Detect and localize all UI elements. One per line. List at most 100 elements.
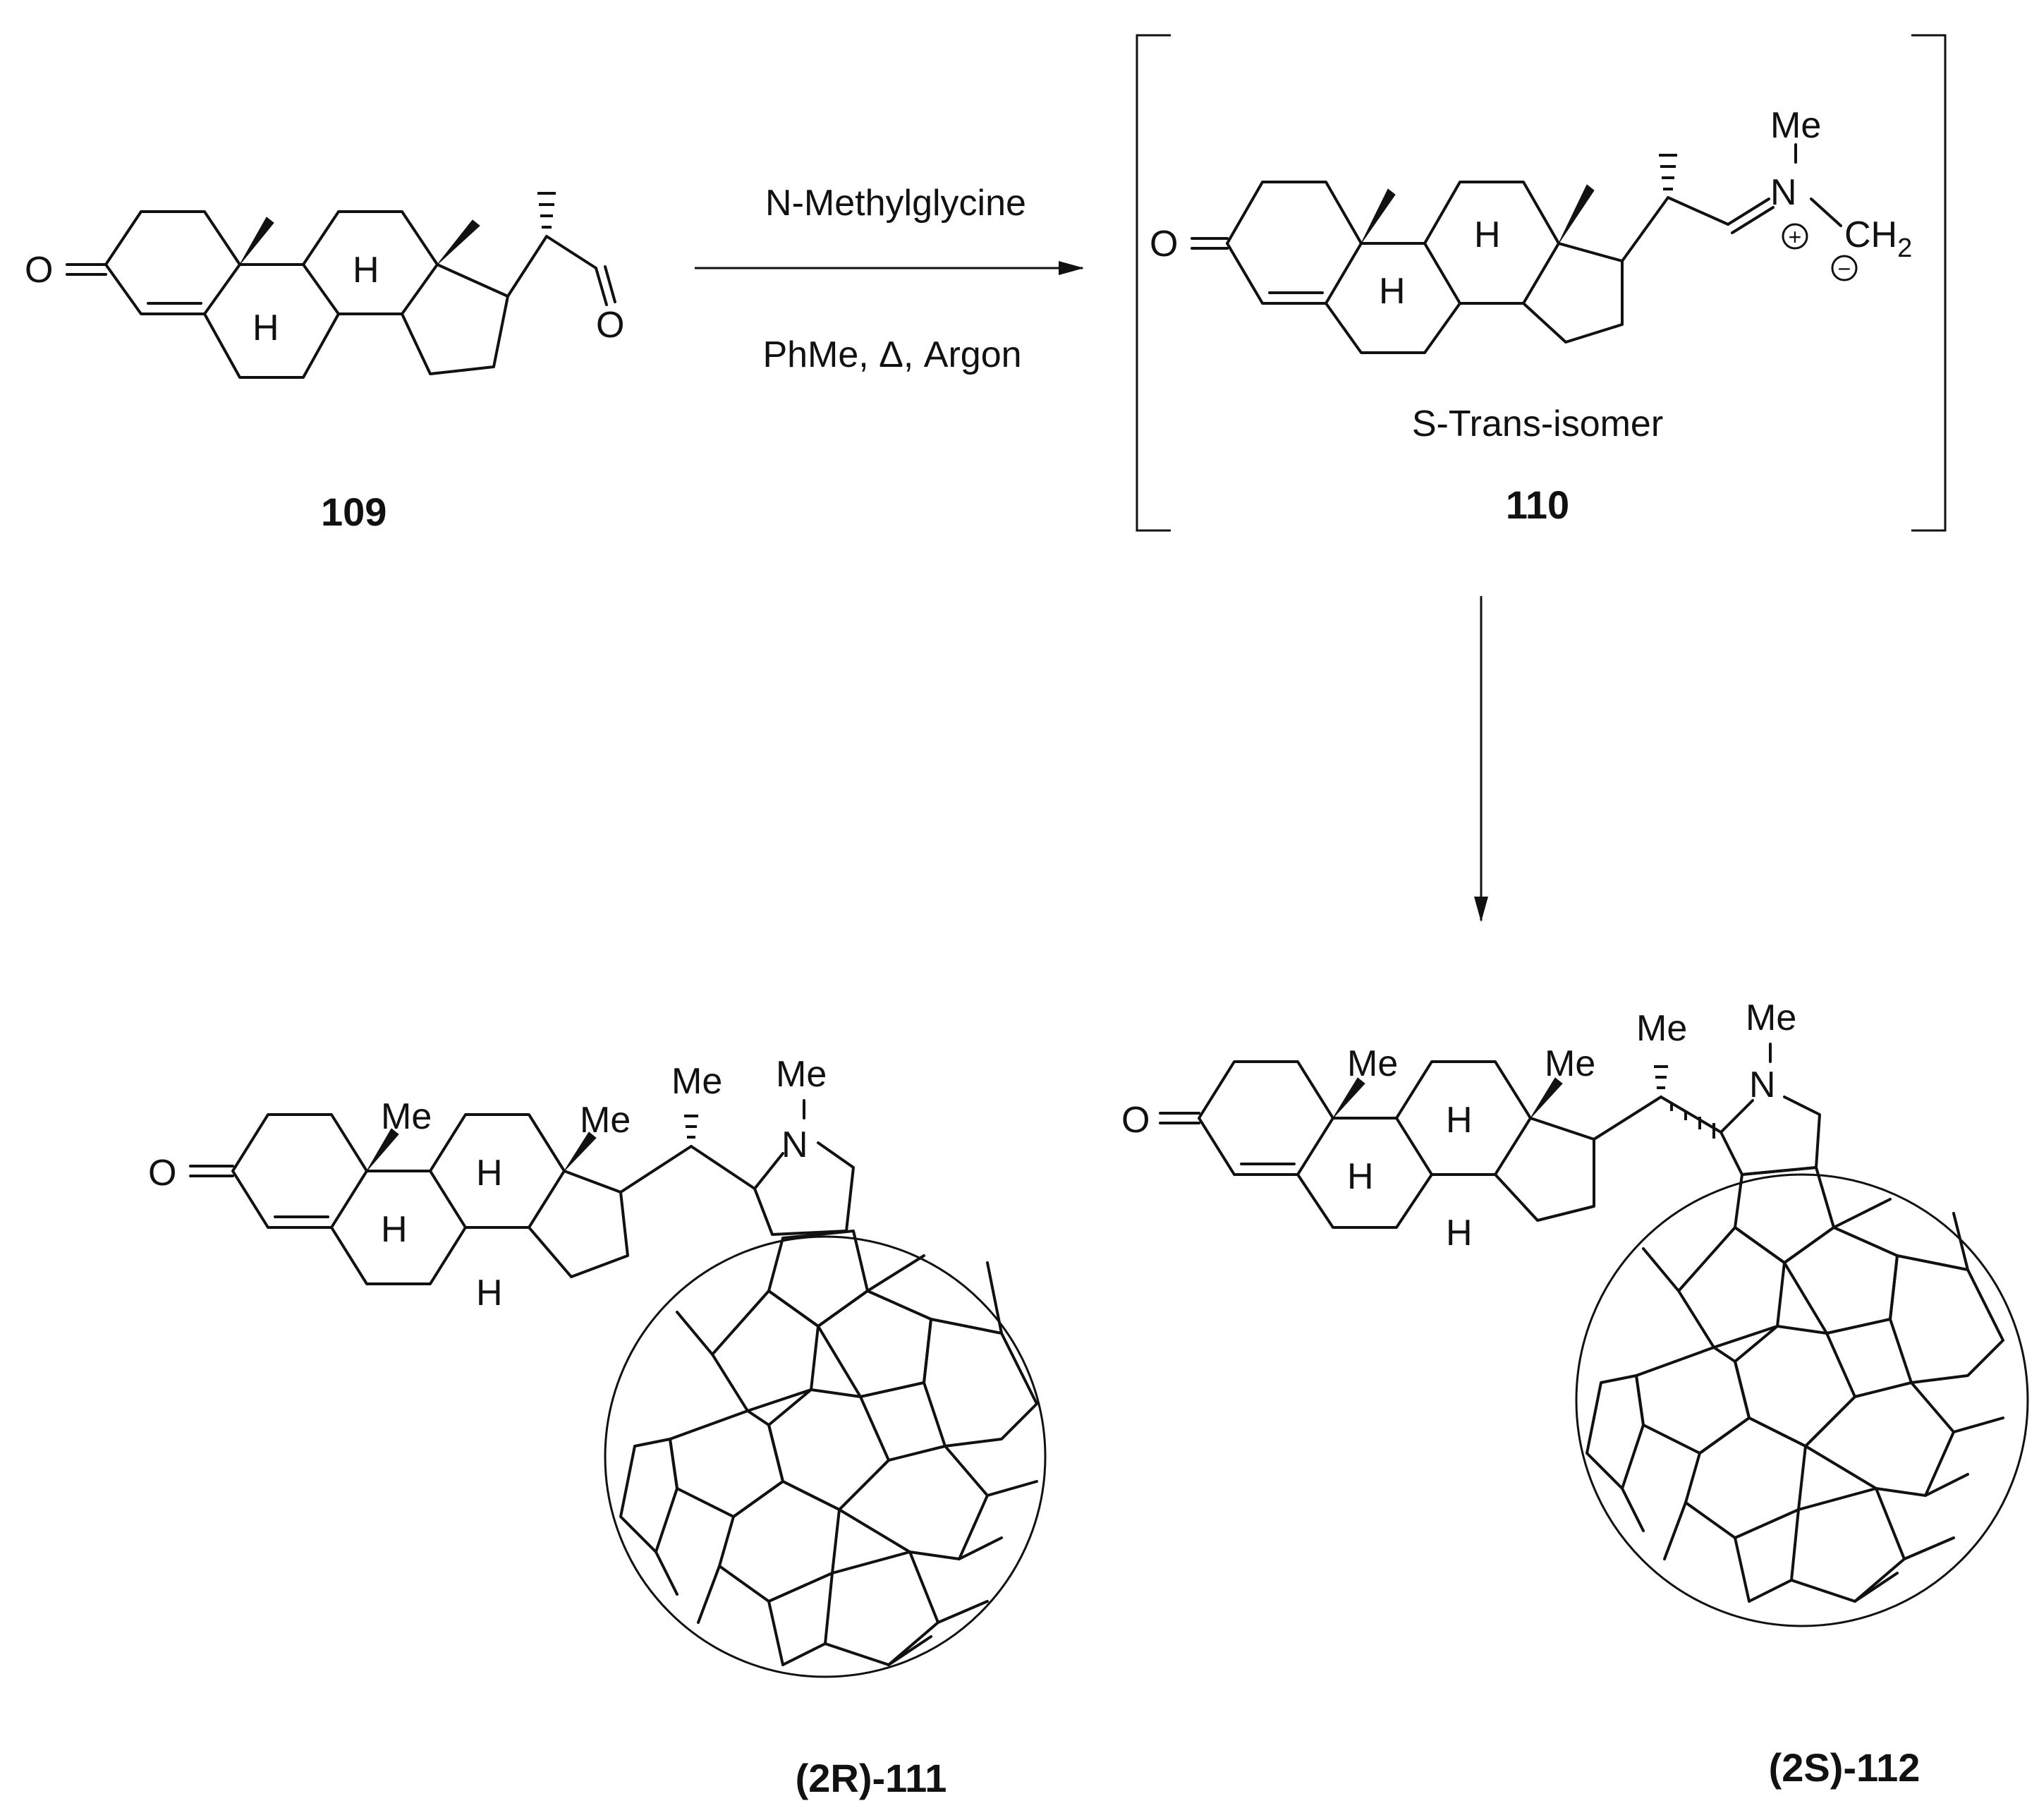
fullerene-outline-112 (1575, 1173, 2029, 1627)
n-methyl-112: Me (1746, 997, 1796, 1038)
ring-d-110 (1522, 242, 1624, 344)
pyrrolidine-ring-112 (1720, 1096, 1821, 1176)
me-c10-111: Me (381, 1096, 432, 1137)
isomer-note-110: S-Trans-isomer (1412, 404, 1663, 444)
reaction-arrow-1: N-Methylglycine PhMe, Δ, Argon (695, 183, 1084, 375)
left-bracket-110 (1136, 34, 1171, 532)
h-c8-112: H (1446, 1100, 1473, 1141)
me-c20-112: Me (1636, 1008, 1687, 1049)
ring-a-112 (1198, 1060, 1334, 1176)
me-c20-111: Me (671, 1061, 722, 1102)
reagent-bottom: PhMe, Δ, Argon (762, 334, 1021, 375)
ring-d-112 (1494, 1117, 1595, 1222)
methyl-c19-wedge-111 (366, 1128, 399, 1172)
bond-c20-c22-110 (1667, 196, 1729, 226)
ring-d-111 (528, 1170, 629, 1278)
methyl-c18-wedge-110 (1558, 184, 1595, 244)
bond-c5-c10-112 (1296, 1117, 1334, 1176)
plus-charge-circle-110 (1782, 223, 1808, 250)
bond-c20-cho-109 (545, 235, 597, 269)
bond-c20-c2-111 (690, 1145, 756, 1190)
methyl-c18-wedge-109 (437, 219, 480, 265)
iminium-bond2-110 (1731, 206, 1775, 234)
oxygen-ketone-110: O (1150, 224, 1178, 265)
bond-c5-c10-110 (1325, 242, 1363, 305)
compound-label-111: (2R)-111 (796, 1756, 947, 1800)
methyl-c18-wedge-111 (564, 1132, 597, 1172)
methyl-c19-wedge-112 (1332, 1077, 1365, 1119)
reagent-top: N-Methylglycine (765, 183, 1026, 224)
aldehyde-bond2-109 (604, 265, 616, 303)
bond-c20-c2-line-112 (1660, 1096, 1722, 1134)
ring-b-112 (1296, 1117, 1433, 1229)
bond-c2-n-112 (1720, 1099, 1754, 1134)
hashed-methyl-c20-111 (684, 1115, 698, 1139)
ring-c-109 (302, 210, 439, 315)
fullerene-outline-111 (604, 1235, 1047, 1678)
minus-charge-110: − (1838, 256, 1851, 281)
ring-d-109 (401, 263, 509, 375)
methyl-c19-wedge-109 (239, 217, 274, 265)
h-c9-110: H (1379, 271, 1406, 312)
n-methyl-110: Me (1770, 105, 1821, 146)
hashed-methyl-c21-110 (1659, 154, 1677, 190)
ring-c-110 (1423, 181, 1560, 305)
h-c9-111: H (381, 1209, 408, 1250)
h-c14-111: H (476, 1273, 503, 1314)
h-c8-110: H (1474, 214, 1501, 255)
h-c14-112: H (1446, 1213, 1473, 1254)
h-c9-112: H (1347, 1156, 1374, 1197)
ring-b-109 (203, 263, 340, 379)
bond-c17-c20-110 (1621, 196, 1669, 262)
nitrogen-112: N (1749, 1064, 1776, 1105)
me-c10-112: Me (1347, 1043, 1398, 1084)
h-c8-111: H (476, 1153, 503, 1194)
fullerene-c60-111 (604, 1230, 1047, 1678)
methyl-c18-wedge-112 (1530, 1077, 1563, 1119)
me-c13-111: Me (580, 1100, 631, 1141)
compound-2s-112: O Me Me H H H Me N Me (1121, 997, 2029, 1790)
bond-c17-c20-109 (506, 235, 548, 298)
oxygen-aldehyde-109: O (596, 305, 624, 346)
bond-c2-n-111 (753, 1152, 784, 1190)
oxygen-ketone-109: O (25, 250, 53, 291)
h-c8-109: H (353, 250, 379, 291)
right-bracket-110 (1911, 34, 1947, 532)
ring-b-110 (1325, 242, 1461, 354)
ring-a-111 (231, 1113, 368, 1229)
hashed-bond-c20-c2-112 (1670, 1104, 1715, 1139)
me-c13-112: Me (1545, 1043, 1595, 1084)
oxygen-ketone-111: O (148, 1153, 176, 1194)
hashed-methyl-c20-112 (1654, 1065, 1668, 1089)
bond-c17-c20-112 (1593, 1096, 1662, 1141)
n-methyl-111: Me (776, 1054, 827, 1095)
aldehyde-bond-109 (595, 267, 608, 306)
ring-a-110 (1226, 181, 1363, 305)
minus-charge-circle-110 (1831, 255, 1858, 281)
ring-b-111 (330, 1170, 467, 1285)
iminium-bond-110 (1727, 198, 1770, 226)
oxygen-ketone-112: O (1121, 1100, 1150, 1141)
bond-c5-c10-109 (203, 263, 241, 315)
fullerene-c60-112 (1575, 1166, 2029, 1627)
ring-a-109 (104, 210, 241, 315)
ch2-110: CH2 (1844, 214, 1912, 263)
ring-c-111 (429, 1113, 566, 1229)
bond-c5-c10-111 (330, 1170, 368, 1229)
hashed-methyl-c21-109 (537, 192, 556, 229)
h-c9-109: H (252, 308, 279, 348)
compound-2r-111: O Me Me H H H Me N Me (148, 1054, 1047, 1800)
compound-label-112: (2S)-112 (1769, 1745, 1921, 1790)
nitrogen-111: N (781, 1124, 808, 1165)
methyl-c19-wedge-110 (1361, 188, 1396, 244)
compound-110: O H H N Me CH2 + − S-Trans-isomer 110 (1136, 34, 1947, 532)
n-ch2-bond-110 (1810, 198, 1842, 227)
compound-109: O H H O 109 (25, 192, 624, 534)
plus-charge-110: + (1789, 224, 1802, 250)
nitrogen-110: N (1770, 172, 1797, 213)
compound-label-109: 109 (321, 490, 387, 534)
bond-c17-c20-111 (619, 1145, 693, 1194)
compound-label-110: 110 (1506, 483, 1569, 527)
ring-c-112 (1395, 1060, 1532, 1176)
